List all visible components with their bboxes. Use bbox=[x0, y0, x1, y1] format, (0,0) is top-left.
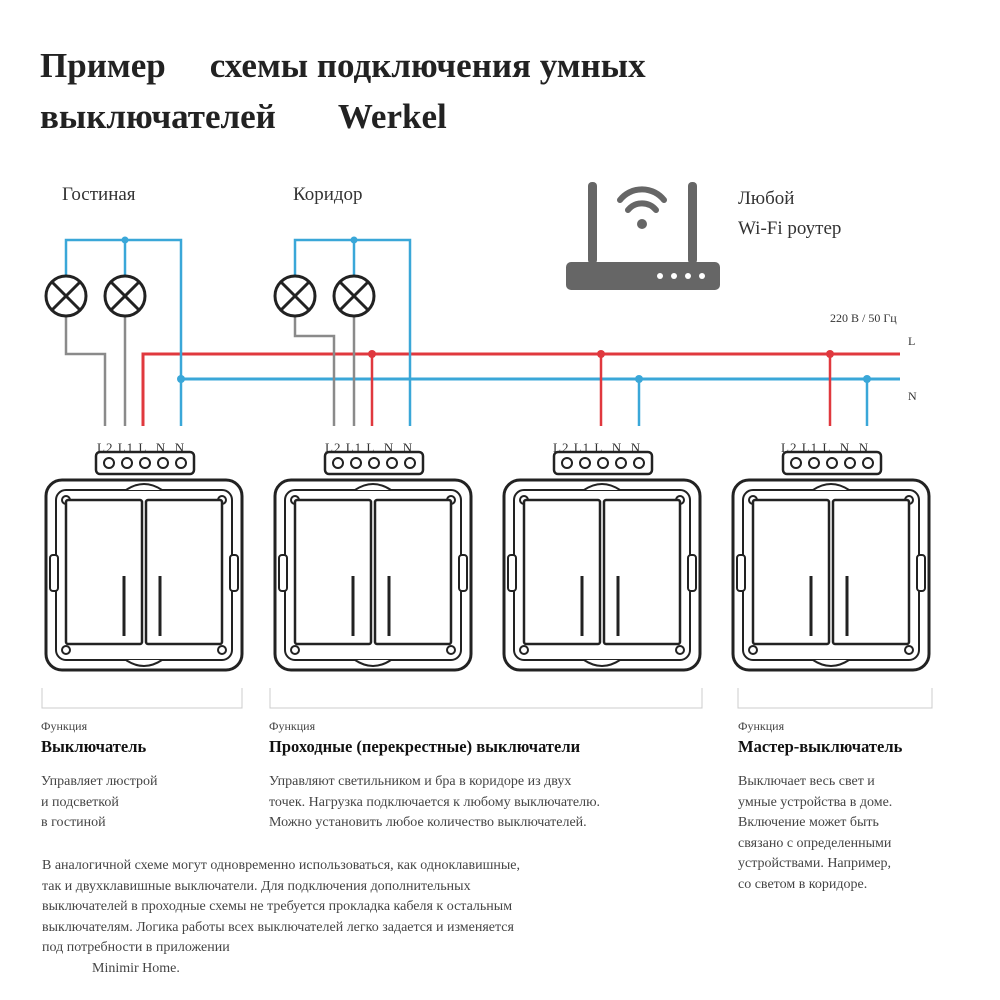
lamp-icon bbox=[332, 274, 376, 318]
title-rest-line1: схемы подключения умных bbox=[209, 46, 646, 85]
room-label-living: Гостиная bbox=[62, 184, 136, 205]
title-brand: Werkel bbox=[337, 97, 447, 136]
bracket-2 bbox=[269, 688, 703, 709]
smart-switch-1 bbox=[44, 450, 244, 672]
function-title-2: Проходные (перекрестные) выключатели bbox=[269, 737, 581, 756]
bracket-1 bbox=[41, 688, 243, 709]
function-heading-3: Функция bbox=[738, 719, 785, 733]
phase-bus-line bbox=[141, 352, 900, 426]
room-label-corridor: Коридор bbox=[293, 184, 363, 205]
function-text-1: Управляет люстрой и подсветкой в гостино… bbox=[41, 774, 158, 830]
function-text-3: Выключает весь свет и умные устройства в… bbox=[738, 774, 893, 892]
function-text-2: Управляют светильником и бра в коридоре … bbox=[269, 774, 601, 830]
router-label-line2: Wi-Fi роутер bbox=[738, 218, 842, 239]
smart-switch-4 bbox=[731, 450, 931, 672]
lamp-icon bbox=[44, 274, 88, 318]
function-title-1: Выключатель bbox=[41, 737, 147, 756]
voltage-label: 220 В / 50 Гц bbox=[830, 311, 897, 325]
function-heading-2: Функция bbox=[269, 719, 316, 733]
phase-line-label: L bbox=[908, 334, 916, 348]
router-label-line1: Любой bbox=[738, 188, 795, 209]
lamp-icon bbox=[103, 274, 147, 318]
smart-switch-2 bbox=[273, 450, 473, 672]
lamp-icon bbox=[273, 274, 317, 318]
bracket-3 bbox=[737, 688, 933, 709]
app-name: Minimir Home. bbox=[92, 960, 180, 976]
function-heading-1: Функция bbox=[41, 719, 88, 733]
smart-switch-3 bbox=[502, 450, 702, 672]
wifi-router-icon bbox=[566, 182, 720, 290]
title-word-switches: выключателей bbox=[40, 97, 276, 136]
router-label: Любой Wi-Fi роутер bbox=[738, 184, 841, 244]
title-word-primer: Пример bbox=[40, 46, 166, 85]
function-title-3: Мастер-выключатель bbox=[738, 737, 903, 756]
bottom-note: В аналогичной схеме могут одновременно и… bbox=[42, 856, 602, 979]
neutral-line-label: N bbox=[908, 389, 917, 403]
page-title: Пример схемы подключения умных выключател… bbox=[40, 40, 646, 142]
